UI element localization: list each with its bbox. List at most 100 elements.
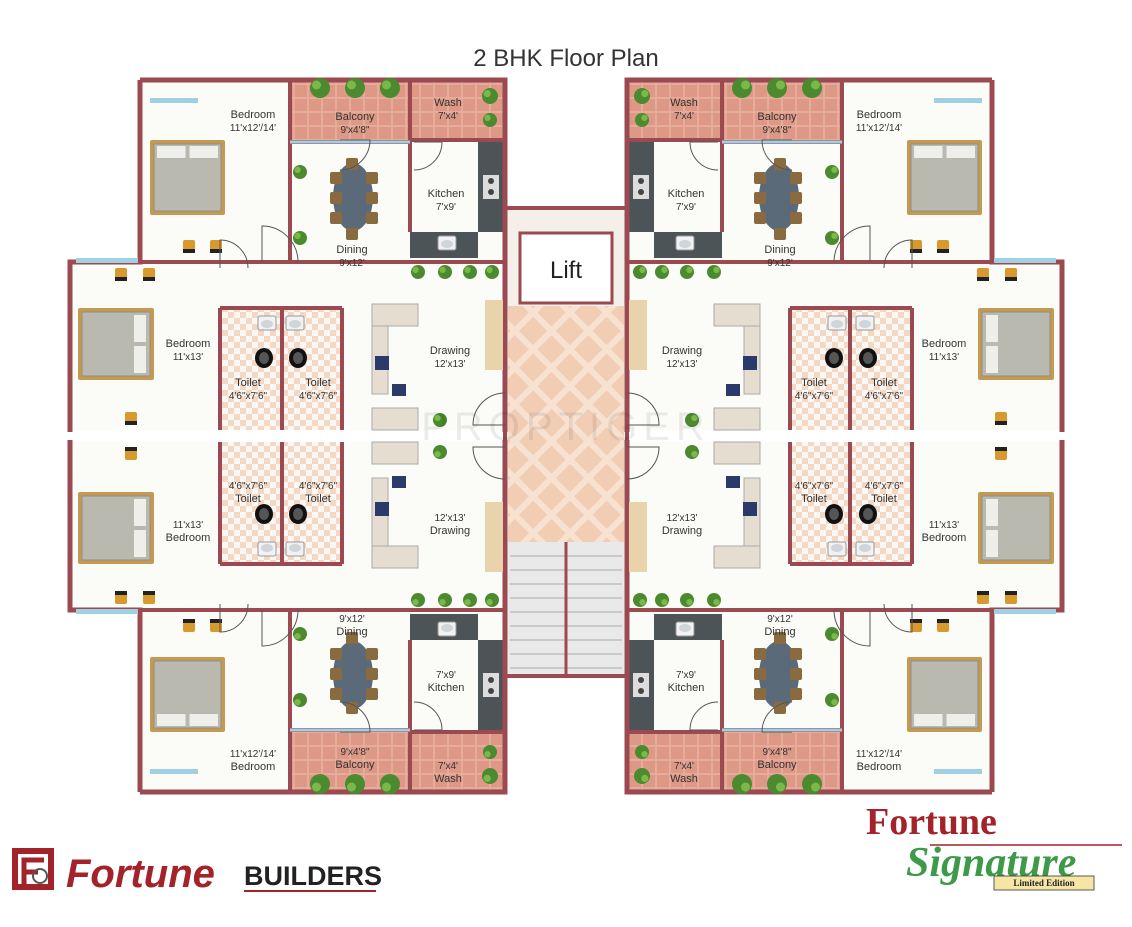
toilet-icon bbox=[289, 348, 307, 368]
lift-shaft bbox=[518, 231, 614, 305]
door-swing-icon bbox=[689, 141, 719, 171]
sink-icon bbox=[257, 315, 277, 331]
sink-icon bbox=[675, 621, 695, 637]
plant-icon bbox=[825, 231, 839, 245]
wash-name: Wash bbox=[670, 773, 698, 785]
bedroom-top-dim: 11'x12'/14' bbox=[856, 749, 902, 760]
toilet-a-dim: 4'6"x7'6" bbox=[865, 481, 904, 492]
bedroom-top-name: Bedroom bbox=[231, 761, 276, 773]
plant-icon bbox=[380, 78, 400, 98]
sink-icon bbox=[437, 621, 457, 637]
drawing-dim: 12'x13' bbox=[666, 513, 697, 524]
chair-icon bbox=[977, 268, 989, 281]
plant-icon bbox=[433, 413, 447, 427]
kitchen-dim: 7'x9' bbox=[436, 202, 456, 213]
toilet-a-name: Toilet bbox=[235, 377, 261, 389]
bedroom-side-dim: 11'x13' bbox=[929, 520, 959, 531]
window bbox=[994, 609, 1056, 614]
door-swing-icon bbox=[883, 239, 913, 269]
brand-right-tag: Limited Edition bbox=[1013, 878, 1074, 888]
chair-icon bbox=[115, 268, 127, 281]
wash-dim: 7'x4' bbox=[674, 761, 694, 772]
balcony-name: Balcony bbox=[757, 111, 797, 123]
bed-icon bbox=[150, 657, 225, 732]
window bbox=[994, 258, 1056, 263]
plant-icon bbox=[634, 768, 650, 784]
balcony-name: Balcony bbox=[335, 111, 375, 123]
door-swing-icon bbox=[219, 603, 249, 633]
kitchen-counter bbox=[627, 614, 722, 732]
brand-left: Fortune BUILDERS bbox=[12, 848, 382, 896]
balcony-dim: 9'x4'8" bbox=[340, 747, 370, 758]
brand-left-suffix: BUILDERS bbox=[244, 861, 382, 891]
drawing-dim: 12'x13' bbox=[666, 359, 697, 370]
plant-icon bbox=[293, 693, 307, 707]
wash-name: Wash bbox=[434, 97, 462, 109]
dining-dim: 9'x12' bbox=[339, 258, 365, 269]
kitchen-name: Kitchen bbox=[428, 188, 465, 200]
door-swing-icon bbox=[472, 392, 506, 426]
door-swing-icon bbox=[833, 609, 871, 647]
bed-icon bbox=[78, 492, 154, 564]
plant-icon bbox=[485, 593, 499, 607]
plant-icon bbox=[345, 78, 365, 98]
plant-icon bbox=[825, 165, 839, 179]
plant-icon bbox=[438, 593, 452, 607]
door-swing-icon bbox=[626, 446, 660, 480]
toilet-b-name: Toilet bbox=[801, 377, 827, 389]
plant-icon bbox=[633, 265, 647, 279]
bedroom-side-name: Bedroom bbox=[166, 532, 211, 544]
plant-icon bbox=[293, 231, 307, 245]
sink-icon bbox=[855, 541, 875, 557]
toilet-icon bbox=[859, 348, 877, 368]
plant-icon bbox=[732, 78, 752, 98]
central-core: Lift bbox=[503, 206, 629, 678]
chair-icon bbox=[210, 240, 222, 253]
toilet-b-name: Toilet bbox=[305, 377, 331, 389]
sofa-icon bbox=[371, 303, 419, 431]
lift-label: Lift bbox=[550, 257, 582, 284]
kitchen-dim: 7'x9' bbox=[676, 202, 696, 213]
kitchen-name: Kitchen bbox=[668, 188, 705, 200]
apartment-unit: Bedroom11'x12'/14'Balcony9'x4'8"Wash7'x4… bbox=[624, 77, 1065, 432]
door-swing-icon bbox=[761, 701, 793, 733]
plant-icon bbox=[411, 593, 425, 607]
window bbox=[934, 98, 982, 103]
plant-icon bbox=[635, 113, 649, 127]
bed-icon bbox=[978, 492, 1054, 564]
plant-icon bbox=[293, 165, 307, 179]
chair-icon bbox=[937, 619, 949, 632]
stair-landing bbox=[508, 306, 624, 542]
bedroom-side-name: Bedroom bbox=[922, 532, 967, 544]
sofa-icon bbox=[713, 303, 761, 431]
plant-icon bbox=[633, 593, 647, 607]
door-swing-icon bbox=[413, 701, 443, 731]
plant-icon bbox=[310, 78, 330, 98]
chair-icon bbox=[1005, 591, 1017, 604]
plant-icon bbox=[825, 627, 839, 641]
bed-icon bbox=[78, 308, 154, 380]
plant-icon bbox=[482, 88, 498, 104]
tv-unit bbox=[485, 300, 503, 370]
stove-icon bbox=[633, 673, 649, 697]
plant-icon bbox=[485, 265, 499, 279]
door-swing-icon bbox=[339, 701, 371, 733]
dining-table-icon bbox=[330, 632, 378, 714]
toilet-a-dim: 4'6"x7'6" bbox=[865, 391, 904, 402]
chair-icon bbox=[910, 619, 922, 632]
toilet-icon bbox=[825, 348, 843, 368]
door-swing-icon bbox=[261, 609, 299, 647]
plant-icon bbox=[635, 745, 649, 759]
toilet-b-dim: 4'6"x7'6" bbox=[795, 481, 834, 492]
balcony-name: Balcony bbox=[757, 759, 797, 771]
bedroom-side-name: Bedroom bbox=[166, 338, 211, 350]
plant-icon bbox=[802, 78, 822, 98]
plant-icon bbox=[732, 774, 752, 794]
bedroom-top-name: Bedroom bbox=[857, 109, 902, 121]
toilet-icon bbox=[825, 504, 843, 524]
kitchen-counter bbox=[410, 140, 505, 258]
plant-icon bbox=[655, 265, 669, 279]
wash-dim: 7'x4' bbox=[438, 761, 458, 772]
plant-icon bbox=[825, 693, 839, 707]
